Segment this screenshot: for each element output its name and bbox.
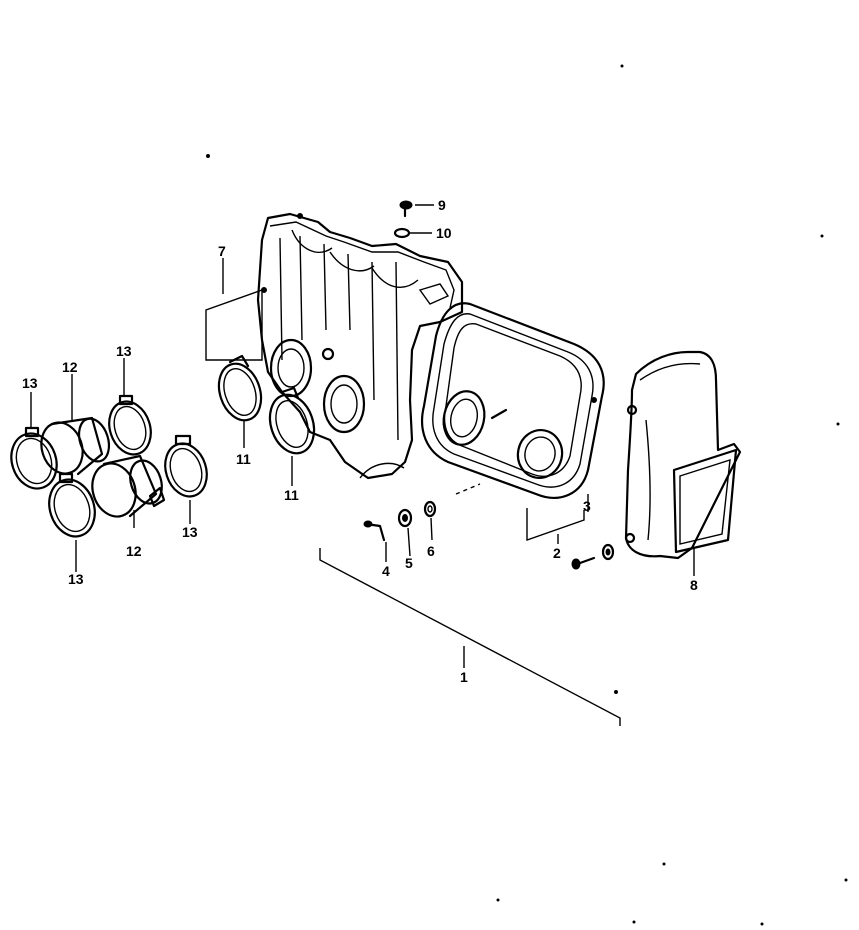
- clamp-13-right: [164, 434, 208, 498]
- washer-10: [393, 227, 411, 239]
- inlet-pipe-12-lower: [91, 454, 166, 518]
- bolt-9: [399, 200, 413, 218]
- callout-5: 5: [405, 555, 413, 571]
- callout-10: 10: [436, 225, 452, 241]
- callout-12-lower: 12: [126, 543, 142, 559]
- side-cover: [624, 350, 742, 560]
- band-11-lower: [268, 386, 316, 455]
- dashed-alignment-line: [455, 483, 481, 495]
- callout-6: 6: [427, 543, 435, 559]
- callout-11-lower: 11: [284, 487, 299, 503]
- callout-11-upper: 11: [236, 451, 251, 467]
- grommet-5: [397, 508, 413, 528]
- washer-6: [423, 500, 437, 518]
- callout-8: 8: [690, 577, 698, 593]
- callout-9: 9: [438, 197, 446, 213]
- callout-13-right: 13: [182, 524, 198, 540]
- callout-1: 1: [460, 669, 468, 685]
- callout-2: 2: [553, 545, 561, 561]
- band-11-upper: [217, 354, 263, 422]
- leader-lines: [30, 204, 695, 726]
- filter-cover: [420, 302, 605, 499]
- callout-4: 4: [382, 563, 390, 579]
- callout-13-far-left: 13: [22, 375, 38, 391]
- drain-plug-4: [363, 520, 386, 542]
- clamp-13-upper-middle: [108, 394, 152, 456]
- callout-13-lower-left: 13: [68, 571, 84, 587]
- scan-speckles: [206, 64, 848, 926]
- air-cleaner-case: [256, 212, 464, 480]
- screw-and-washer: [571, 543, 615, 570]
- callout-3: 3: [583, 498, 591, 514]
- callout-13-upper-middle: 13: [116, 343, 132, 359]
- callout-12-upper: 12: [62, 359, 78, 375]
- clamp-13-far-left: [10, 426, 58, 490]
- inlet-pipe-12-upper: [40, 416, 111, 476]
- callout-7: 7: [218, 243, 226, 259]
